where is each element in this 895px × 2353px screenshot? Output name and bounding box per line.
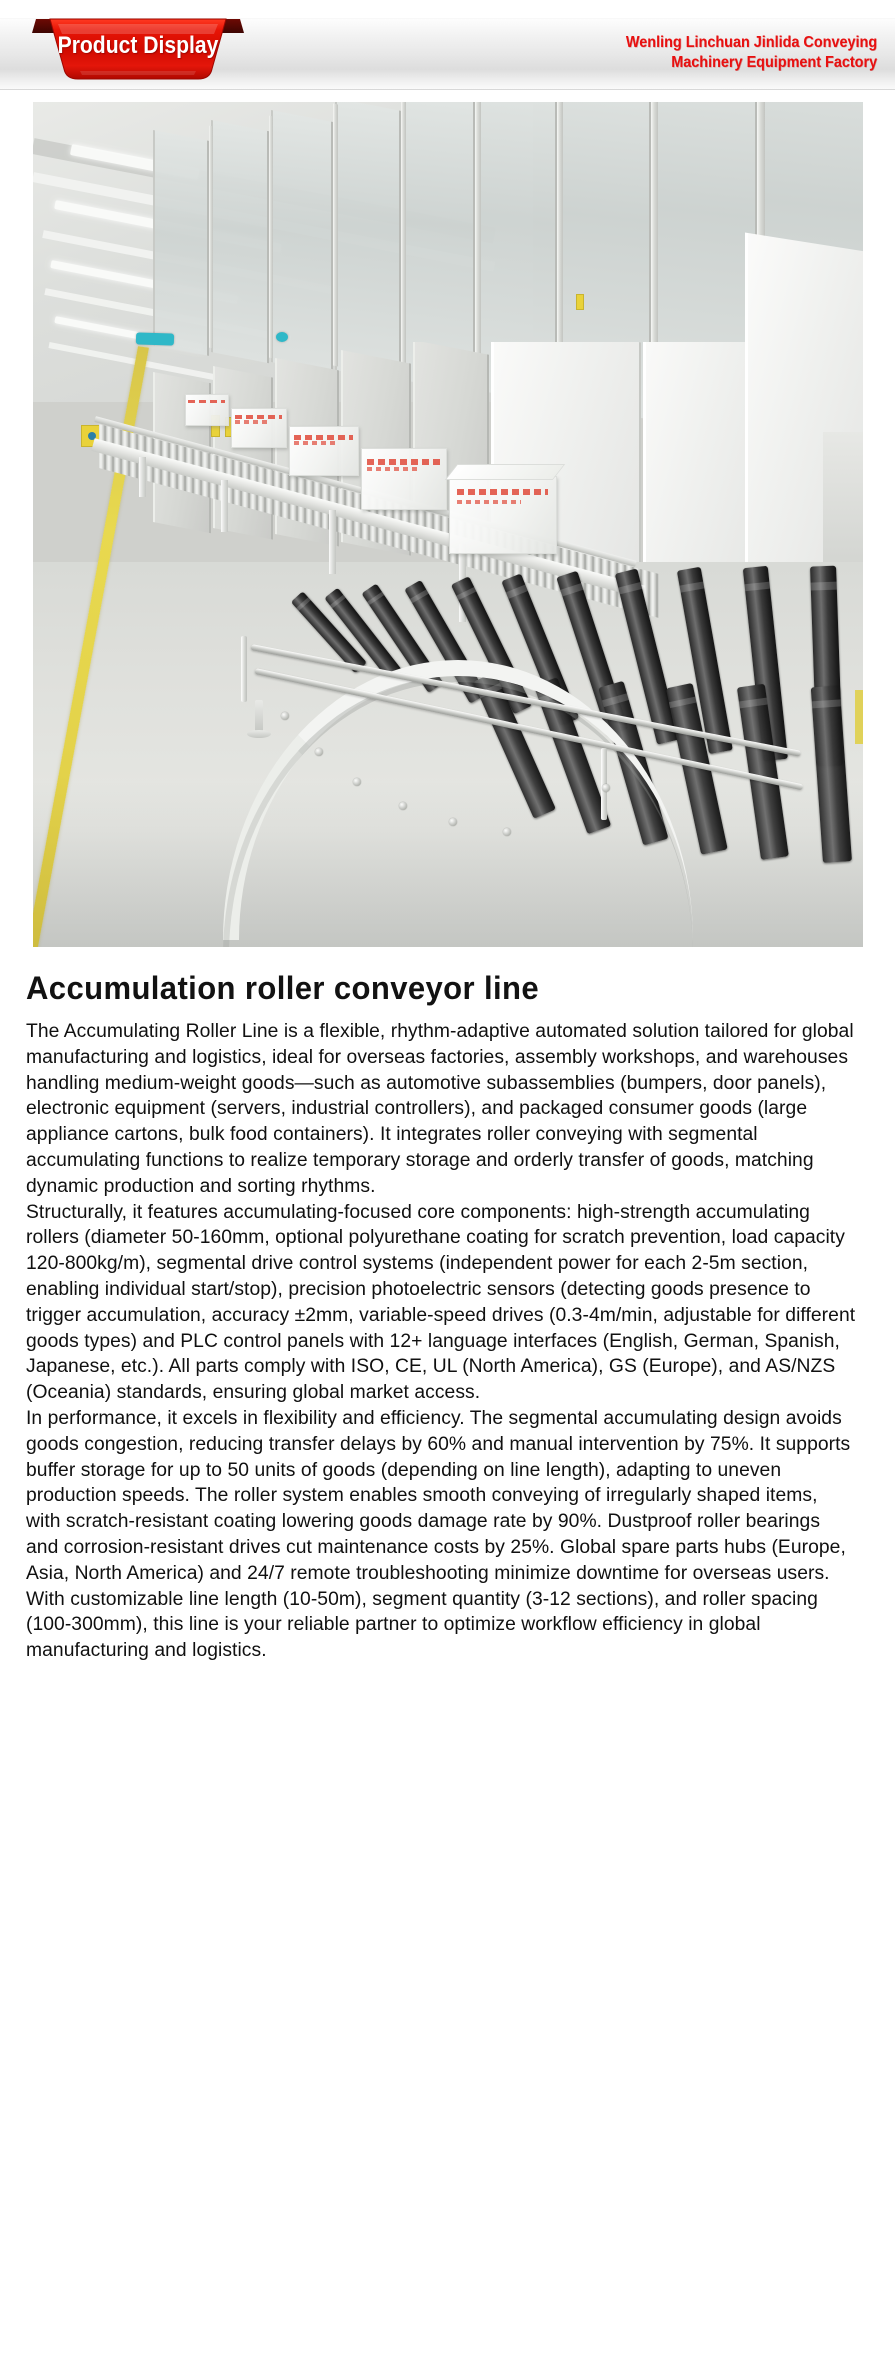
wall-sign-cyan-small [275,332,288,342]
description-paragraph: In performance, it excels in flexibility… [26,1406,851,1584]
product-photo-scene [32,102,863,947]
company-name-line1: Wenling Linchuan Jinlida Conveying [625,34,877,51]
carton-on-conveyor [360,448,447,510]
conveyor-leg [220,480,228,532]
description-paragraph: The Accumulating Roller Line is a flexib… [26,1020,854,1197]
ribbon-shape-icon [32,18,244,80]
roller-yellow-tape [854,690,863,744]
ribbon-label: Product Display [57,32,219,59]
page-title: Accumulation roller conveyor line [26,970,540,1006]
conveyor-foot-plate [246,730,271,738]
wall-sign-yellow-4 [575,294,584,310]
conveyor-leg [328,510,336,574]
straight-roller-section [90,394,659,682]
ceiling-sign-cyan [135,332,174,346]
carton-on-conveyor [184,394,229,426]
page-header: Product Display Wenling Linchuan Jinlida… [0,18,895,90]
product-photo [32,102,863,947]
product-display-ribbon[interactable]: Product Display [28,3,248,85]
conveyor-leg [138,457,146,497]
company-name-line2: Machinery Equipment Factory [671,54,877,71]
product-description: The Accumulating Roller Line is a flexib… [26,1019,856,1664]
carton-on-conveyor [230,408,287,448]
description-paragraph: With customizable line length (10-50m), … [26,1587,818,1662]
carton-on-conveyor [448,476,557,554]
curved-roller-section [203,565,863,947]
carton-on-conveyor [288,426,359,476]
conveyor-foot [254,700,263,732]
company-name: Wenling Linchuan Jinlida Conveying Machi… [626,33,877,73]
carton-top-face [444,464,565,480]
description-paragraph: Structurally, it features accumulating-f… [26,1200,856,1404]
guide-rail-post [240,636,247,702]
